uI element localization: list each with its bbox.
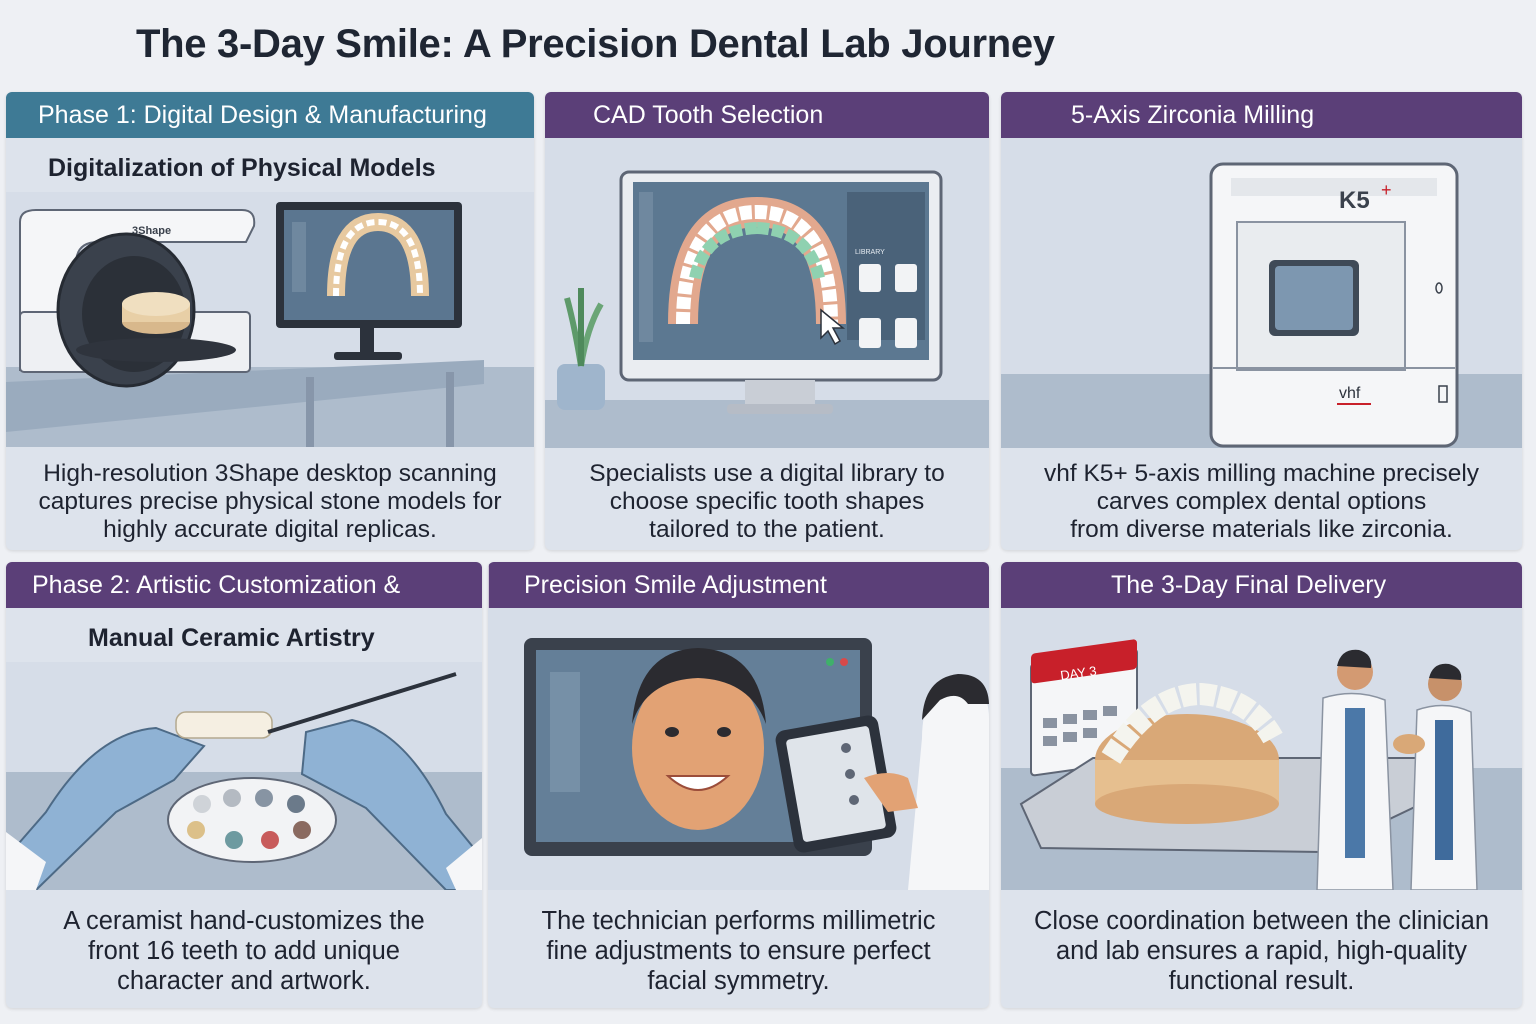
delivery-scene: DAY 3 xyxy=(1001,608,1522,890)
card-digitalization: Phase 1: Digital Design & Manufacturing … xyxy=(6,92,534,550)
card-header-milling: 5-Axis Zirconia Milling xyxy=(1001,92,1522,138)
milling-scene: K5 + vhf xyxy=(1001,138,1522,448)
gloved-hands-icon xyxy=(6,672,482,890)
scanner-brand-label: 3Shape xyxy=(132,225,171,237)
page-title: The 3-Day Smile: A Precision Dental Lab … xyxy=(136,22,1055,66)
card-header-smile-adjustment: Precision Smile Adjustment xyxy=(488,562,989,608)
scanner-scene: 3Shape xyxy=(6,192,534,447)
monitor-icon xyxy=(276,202,462,360)
card-text-smile-adjustment: The technician performs millimetric fine… xyxy=(541,907,936,995)
cad-scene: LIBRARY xyxy=(545,138,989,448)
calendar-day-label: DAY 3 xyxy=(1059,663,1097,683)
artistry-scene xyxy=(6,662,482,890)
card-ceramic-artistry: Phase 2: Artistic Customization & Manual… xyxy=(6,562,482,1008)
card-subtitle-artistry: Manual Ceramic Artistry xyxy=(88,624,375,652)
card-text-milling: vhf K5+ 5-axis milling machine precisely… xyxy=(1043,460,1480,543)
card-subtitle-digitalization: Digitalization of Physical Models xyxy=(48,154,436,182)
card-header-phase-1: Phase 1: Digital Design & Manufacturing xyxy=(6,92,534,138)
card-text-cad: Specialists use a digital library to cho… xyxy=(589,460,945,543)
card-header-cad: CAD Tooth Selection xyxy=(545,92,989,138)
smile-scene xyxy=(488,608,989,890)
card-cad-tooth-selection: CAD Tooth Selection LIBRARY xyxy=(545,92,989,550)
card-header-final-delivery: The 3-Day Final Delivery xyxy=(1001,562,1522,608)
card-header-phase-2: Phase 2: Artistic Customization & xyxy=(6,562,482,608)
card-zirconia-milling: 5-Axis Zirconia Milling K5 + vhf vhf K5+… xyxy=(1001,92,1522,550)
library-label: LIBRARY xyxy=(855,249,885,256)
paint-palette-icon xyxy=(167,777,337,863)
machine-plus-label: + xyxy=(1381,180,1392,200)
card-text-final-delivery: Close coordination between the clinician… xyxy=(1033,907,1490,995)
desktop-scanner-icon xyxy=(19,209,256,388)
face-screen-icon xyxy=(524,638,872,856)
plant-icon xyxy=(557,288,605,410)
cad-monitor-icon xyxy=(619,170,943,414)
card-text-digitalization: High-resolution 3Shape desktop scanning … xyxy=(38,460,502,543)
machine-model-label: K5 xyxy=(1339,187,1370,214)
card-final-delivery: The 3-Day Final Delivery DAY 3 xyxy=(1001,562,1522,1008)
machine-brand-label: vhf xyxy=(1339,385,1361,402)
card-smile-adjustment: Precision Smile Adjustment xyxy=(488,562,989,1008)
clinicians-icon xyxy=(1316,649,1478,890)
card-text-artistry: A ceramist hand-customizes the front 16 … xyxy=(63,907,425,995)
cursor-icon xyxy=(820,308,846,346)
technician-tablet-icon xyxy=(775,674,989,890)
milling-machine-icon xyxy=(1209,162,1459,448)
